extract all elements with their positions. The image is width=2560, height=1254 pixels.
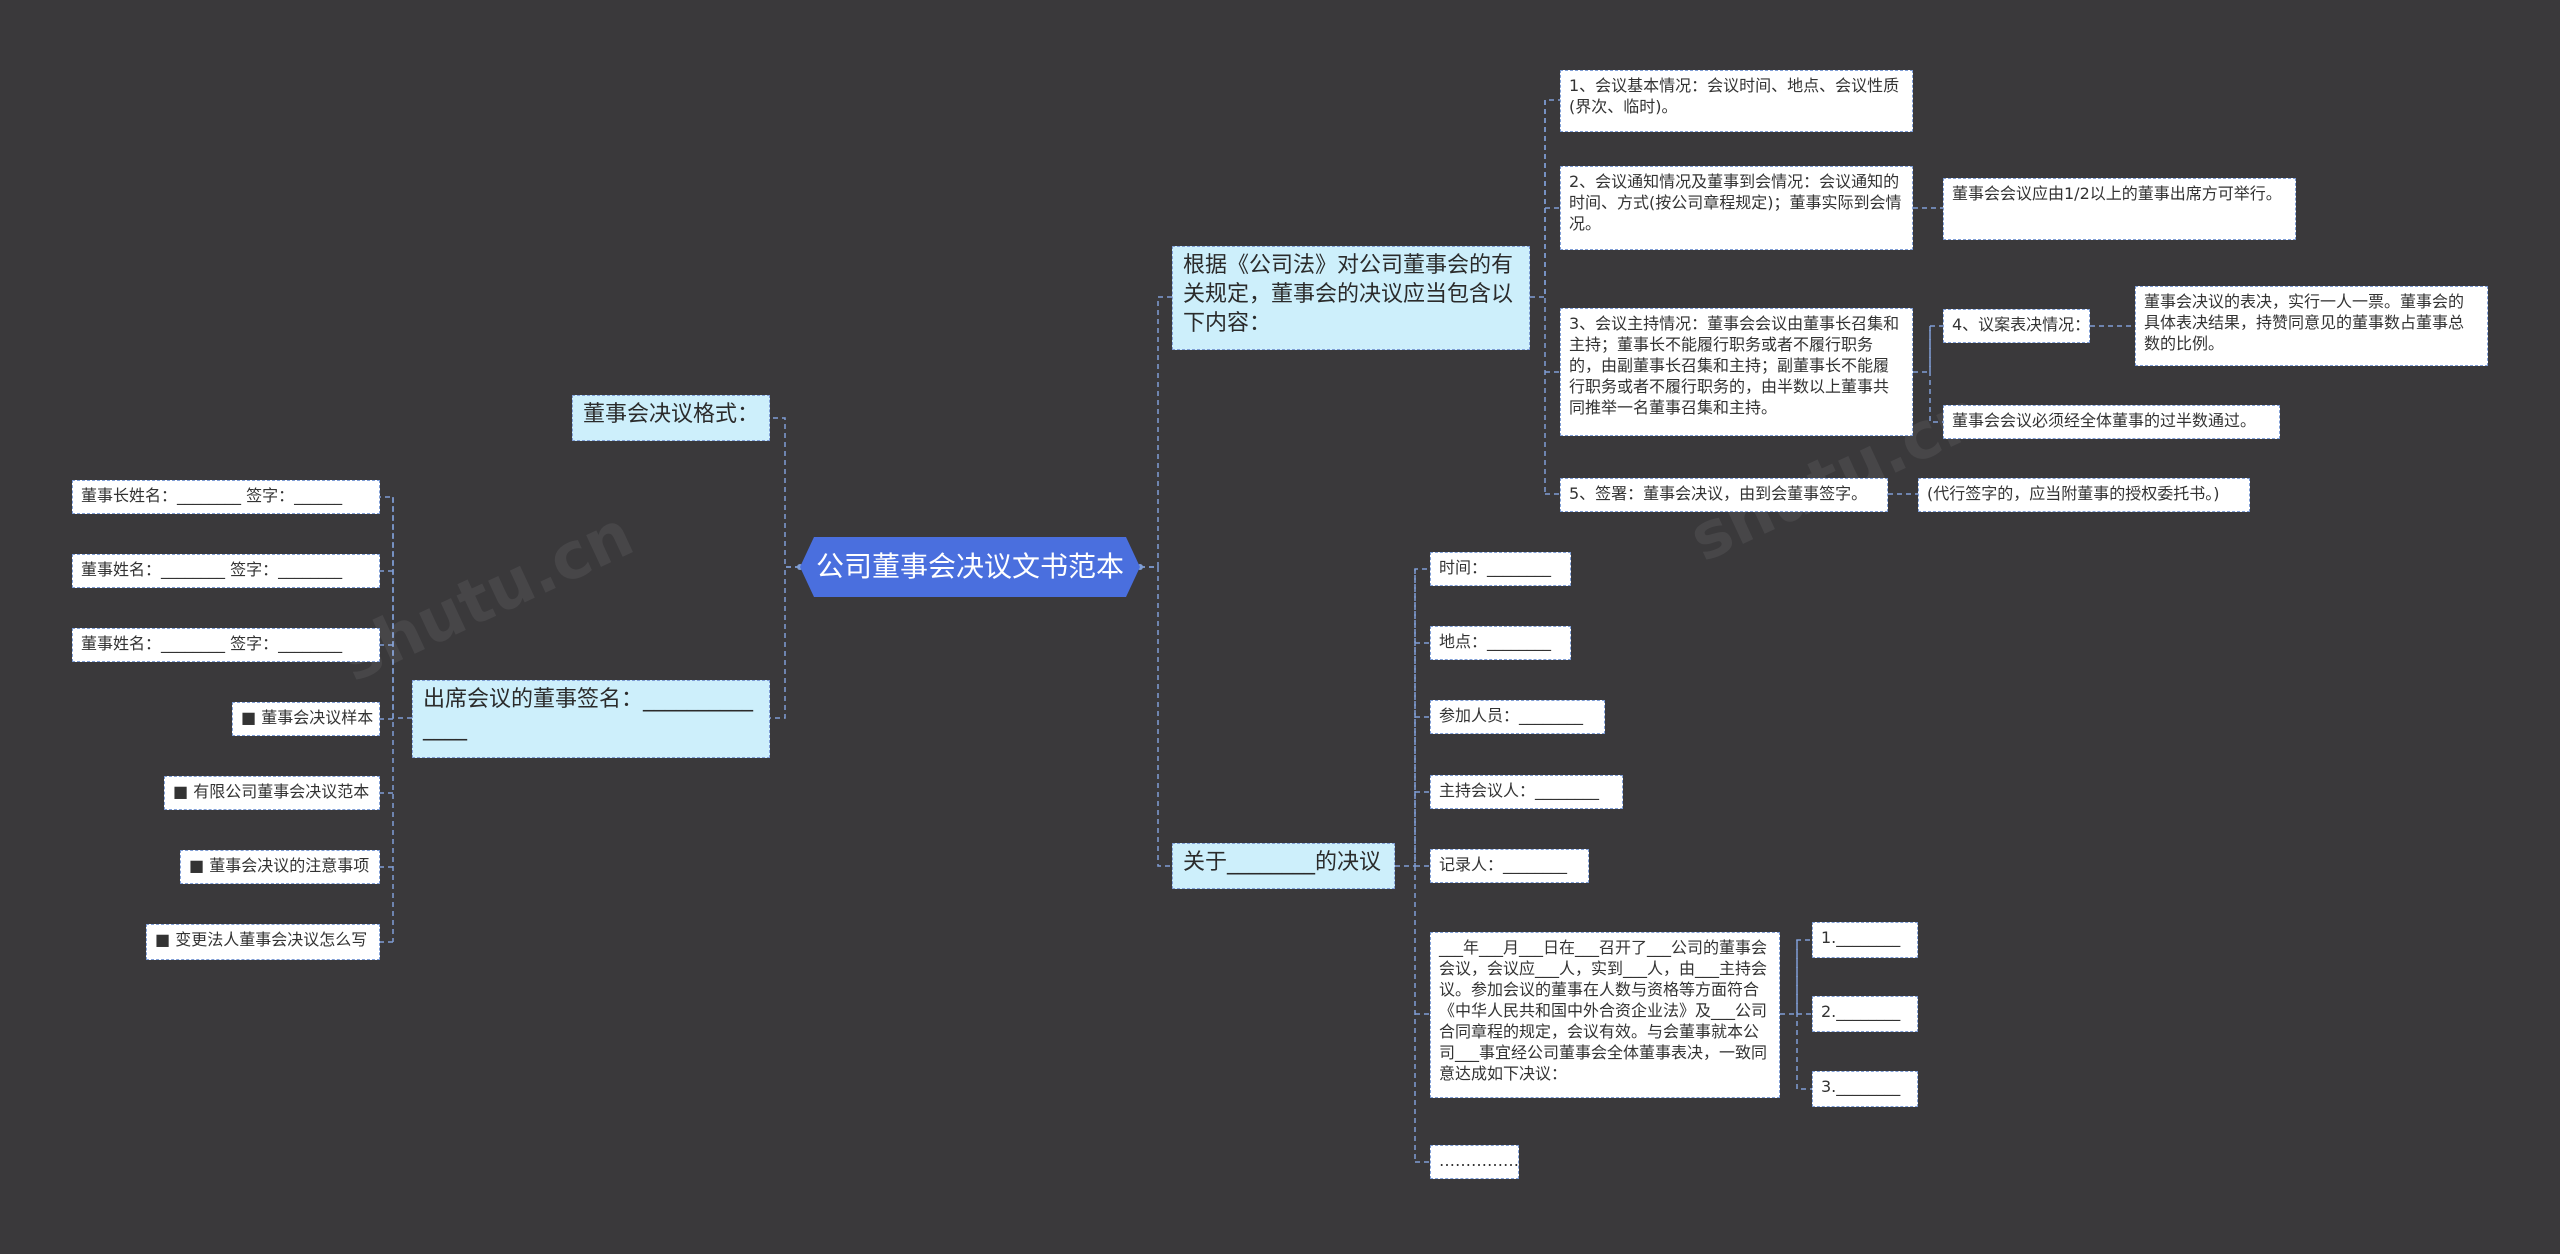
resolution-item[interactable]: 参加人员：________ bbox=[1430, 700, 1605, 734]
root-topic-label: 公司董事会决议文书范本 bbox=[815, 550, 1124, 583]
law-item-text: 5、签署：董事会决议，由到会董事签字。 bbox=[1569, 484, 1868, 503]
resolution-item[interactable]: 地点：________ bbox=[1430, 626, 1571, 660]
law-item2-note-text: 董事会会议应由1/2以上的董事出席方可举行。 bbox=[1952, 184, 2282, 203]
related-link[interactable]: ■ 董事会决议的注意事项 bbox=[180, 850, 380, 884]
law-item-text: 1、会议基本情况：会议时间、地点、会议性质(界次、临时)。 bbox=[1569, 76, 1900, 116]
resolution-item[interactable]: 时间：________ bbox=[1430, 552, 1571, 586]
signature-item[interactable]: 董事姓名：________ 签字：________ bbox=[72, 554, 380, 588]
law-item-text: 3、会议主持情况：董事会会议由董事长召集和主持；董事长不能履行职务或者不履行职务… bbox=[1569, 314, 1900, 417]
law-topic-label: 根据《公司法》对公司董事会的有关规定，董事会的决议应当包含以下内容： bbox=[1183, 253, 1514, 336]
resolution-item-text: 参加人员：________ bbox=[1439, 706, 1584, 725]
related-link-text: ■ 有限公司董事会决议范本 bbox=[173, 782, 370, 801]
related-link-text: ■ 董事会决议样本 bbox=[241, 708, 374, 727]
resolution-paragraph[interactable]: ___年___月___日在___召开了___公司的董事会会议，会议应___人，实… bbox=[1430, 932, 1780, 1098]
resolution-topic[interactable]: 关于________的决议 bbox=[1172, 843, 1395, 889]
signature-item[interactable]: 董事长姓名：________ 签字：______ bbox=[72, 480, 380, 514]
decision-item-text: 2.________ bbox=[1821, 1002, 1901, 1021]
resolution-ellipsis-text: …………… bbox=[1439, 1151, 1519, 1170]
related-link[interactable]: ■ 变更法人董事会决议怎么写 bbox=[146, 924, 380, 960]
resolution-item-text: 地点：________ bbox=[1439, 632, 1552, 651]
vote-topic[interactable]: 4、议案表决情况： bbox=[1943, 309, 2090, 343]
resolution-item-text: 时间：________ bbox=[1439, 558, 1552, 577]
related-link[interactable]: ■ 董事会决议样本 bbox=[232, 702, 380, 736]
signature-topic[interactable]: 出席会议的董事签名：______________ bbox=[412, 680, 770, 758]
resolution-item-text: 记录人：________ bbox=[1439, 855, 1568, 874]
resolution-item[interactable]: 记录人：________ bbox=[1430, 849, 1589, 883]
vote-note[interactable]: 董事会决议的表决，实行一人一票。董事会的具体表决结果，持赞同意见的董事数占董事总… bbox=[2135, 286, 2488, 366]
resolution-ellipsis[interactable]: …………… bbox=[1430, 1145, 1519, 1179]
law-item[interactable]: 5、签署：董事会决议，由到会董事签字。 bbox=[1560, 478, 1888, 512]
decision-item[interactable]: 1.________ bbox=[1812, 922, 1918, 958]
related-link[interactable]: ■ 有限公司董事会决议范本 bbox=[164, 776, 380, 810]
related-link-text: ■ 变更法人董事会决议怎么写 bbox=[155, 930, 368, 949]
law-item-text: 2、会议通知情况及董事到会情况：会议通知的时间、方式(按公司章程规定)；董事实际… bbox=[1569, 172, 1902, 233]
decision-item[interactable]: 3.________ bbox=[1812, 1071, 1918, 1107]
vote-note-text: 董事会决议的表决，实行一人一票。董事会的具体表决结果，持赞同意见的董事数占董事总… bbox=[2144, 292, 2465, 353]
law-item[interactable]: 3、会议主持情况：董事会会议由董事长召集和主持；董事长不能履行职务或者不履行职务… bbox=[1560, 308, 1913, 436]
law-item[interactable]: 2、会议通知情况及董事到会情况：会议通知的时间、方式(按公司章程规定)；董事实际… bbox=[1560, 166, 1913, 250]
signature-item-text: 董事姓名：________ 签字：________ bbox=[81, 560, 343, 579]
decision-item-text: 1.________ bbox=[1821, 928, 1901, 947]
resolution-topic-label: 关于________的决议 bbox=[1183, 850, 1382, 875]
format-topic-label: 董事会决议格式： bbox=[583, 402, 760, 427]
signature-item[interactable]: 董事姓名：________ 签字：________ bbox=[72, 628, 380, 662]
law-item2-note[interactable]: 董事会会议应由1/2以上的董事出席方可举行。 bbox=[1943, 178, 2296, 240]
law-item[interactable]: 1、会议基本情况：会议时间、地点、会议性质(界次、临时)。 bbox=[1560, 70, 1913, 132]
resolution-item[interactable]: 主持会议人：________ bbox=[1430, 775, 1623, 809]
related-link-text: ■ 董事会决议的注意事项 bbox=[189, 856, 370, 875]
decision-item[interactable]: 2.________ bbox=[1812, 996, 1918, 1032]
law-topic[interactable]: 根据《公司法》对公司董事会的有关规定，董事会的决议应当包含以下内容： bbox=[1172, 246, 1530, 350]
resolution-item-text: 主持会议人：________ bbox=[1439, 781, 1600, 800]
resolution-paragraph-text: ___年___月___日在___召开了___公司的董事会会议，会议应___人，实… bbox=[1439, 938, 1768, 1083]
format-topic[interactable]: 董事会决议格式： bbox=[572, 395, 770, 441]
law-item5-note-text: (代行签字的，应当附董事的授权委托书。) bbox=[1927, 484, 2220, 503]
vote-topic-text: 4、议案表决情况： bbox=[1952, 315, 2091, 334]
decision-item-text: 3.________ bbox=[1821, 1077, 1901, 1096]
law-item5-note[interactable]: (代行签字的，应当附董事的授权委托书。) bbox=[1918, 478, 2250, 512]
law-item3-note[interactable]: 董事会会议必须经全体董事的过半数通过。 bbox=[1943, 405, 2280, 439]
law-item3-note-text: 董事会会议必须经全体董事的过半数通过。 bbox=[1952, 411, 2257, 430]
signature-topic-label: 出席会议的董事签名：______________ bbox=[423, 687, 754, 741]
signature-item-text: 董事姓名：________ 签字：________ bbox=[81, 634, 343, 653]
root-topic[interactable]: 公司董事会决议文书范本 bbox=[800, 537, 1140, 597]
signature-item-text: 董事长姓名：________ 签字：______ bbox=[81, 486, 343, 505]
